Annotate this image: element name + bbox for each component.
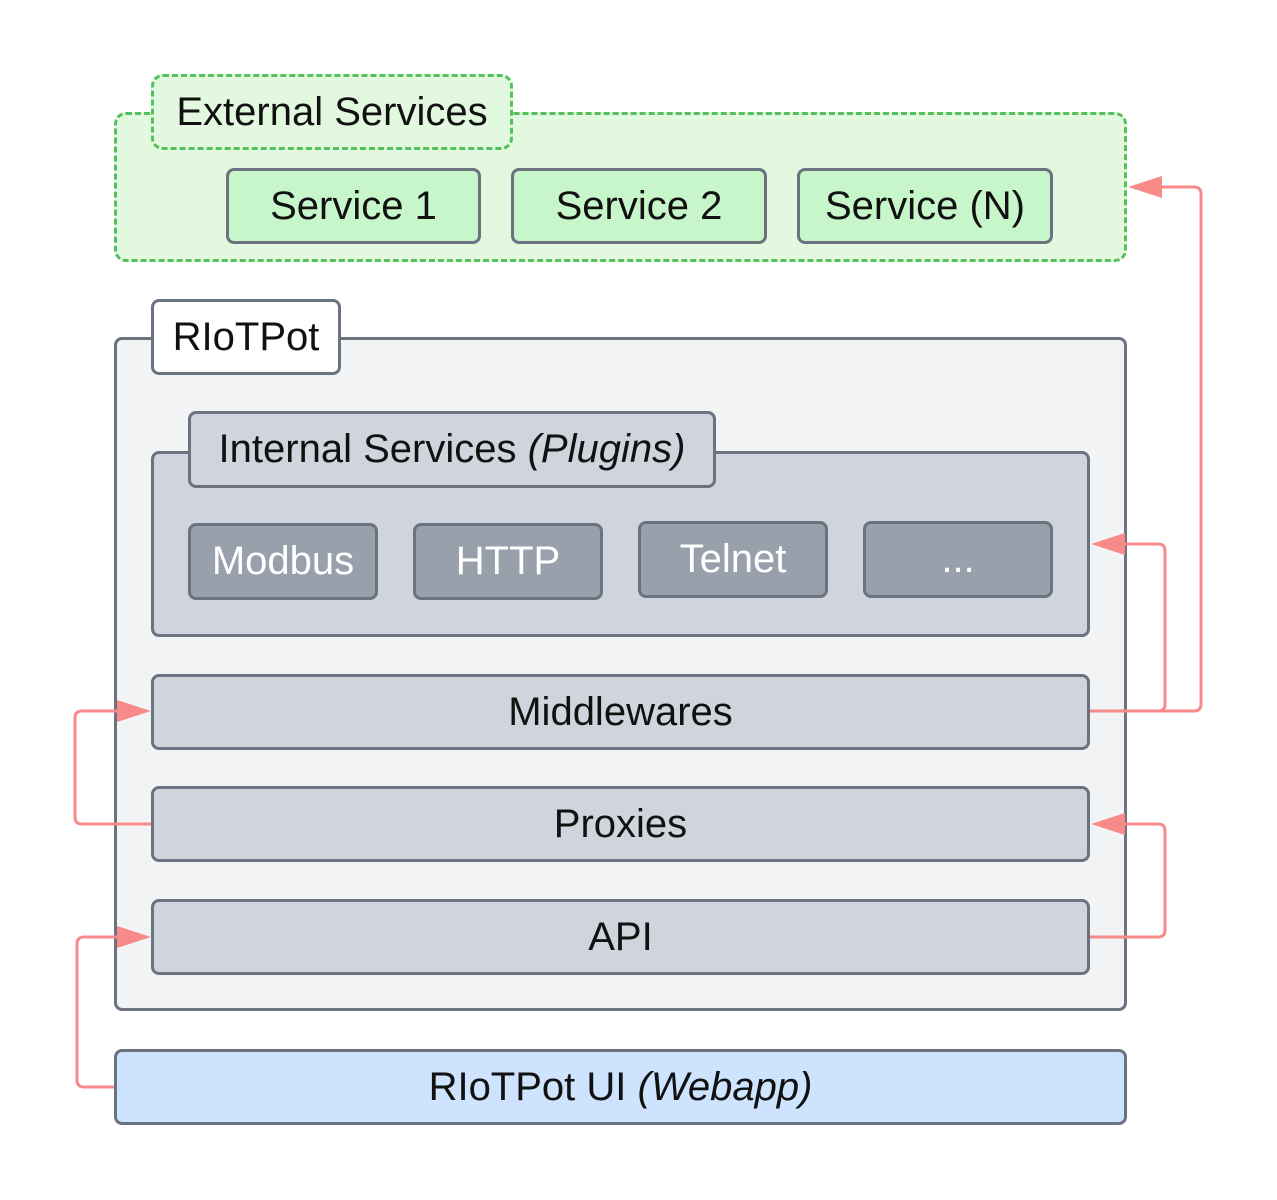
service-2-node[interactable]: Service 2 bbox=[511, 168, 767, 244]
plugin-telnet[interactable]: Telnet bbox=[638, 521, 828, 598]
proxies-layer[interactable]: Proxies bbox=[151, 786, 1090, 862]
arrowhead-middlewares-to-internal bbox=[1091, 533, 1125, 555]
arrowhead-middlewares-to-external bbox=[1128, 176, 1162, 198]
middlewares-layer[interactable]: Middlewares bbox=[151, 674, 1090, 750]
arrow-proxies-to-middlewares bbox=[73, 709, 151, 826]
plugin-http[interactable]: HTTP bbox=[413, 523, 603, 600]
riotpot-ui-node[interactable]: RIoTPot UI (Webapp) bbox=[114, 1049, 1127, 1125]
arrow-middlewares-to-external bbox=[1090, 185, 1203, 713]
riotpot-ui-label-italic: (Webapp) bbox=[637, 1064, 813, 1109]
arrowhead-api-to-proxies bbox=[1091, 813, 1125, 835]
arrow-middlewares-to-internal bbox=[1090, 542, 1167, 713]
internal-services-label: Internal Services bbox=[218, 427, 517, 471]
arrow-api-to-proxies bbox=[1090, 822, 1167, 939]
external-services-title: External Services bbox=[151, 74, 513, 150]
internal-services-title: Internal Services (Plugins) bbox=[188, 411, 716, 488]
riotpot-ui-label: RIoTPot UI bbox=[428, 1064, 627, 1109]
arrow-ui-to-api bbox=[75, 935, 118, 1089]
service-n-node[interactable]: Service (N) bbox=[797, 168, 1053, 244]
arrowhead-ui-to-api bbox=[117, 926, 151, 948]
service-1-node[interactable]: Service 1 bbox=[226, 168, 481, 244]
arrowhead-proxies-to-middlewares bbox=[117, 700, 151, 722]
plugin-modbus[interactable]: Modbus bbox=[188, 523, 378, 600]
riotpot-title: RIoTPot bbox=[151, 299, 341, 375]
plugin-more[interactable]: ... bbox=[863, 521, 1053, 598]
internal-services-label-italic: (Plugins) bbox=[527, 427, 686, 471]
api-layer[interactable]: API bbox=[151, 899, 1090, 975]
